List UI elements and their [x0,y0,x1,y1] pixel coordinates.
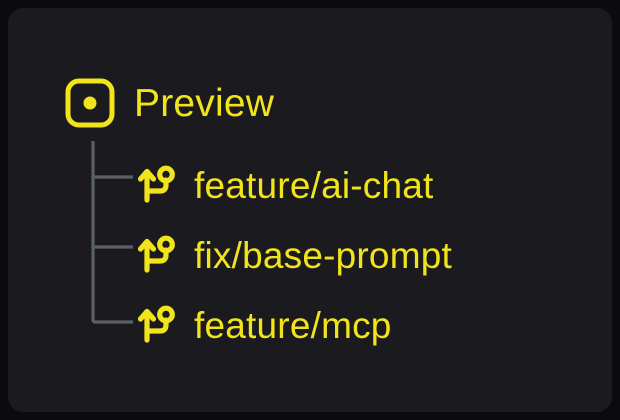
branch-label: feature/ai-chat [194,164,434,206]
branch-row[interactable]: fix/base-prompt [136,227,452,283]
branch-tree: Preview feature/ai-chat [8,8,612,412]
root-label: Preview [134,81,275,125]
preview-card: Preview feature/ai-chat [8,8,612,412]
branch-label: feature/mcp [194,304,392,346]
preview-square-dot-icon [65,78,115,128]
git-branch-icon [137,305,175,343]
branch-row[interactable]: feature/mcp [136,297,392,353]
git-branch-icon [137,165,175,203]
tree-root-node[interactable]: Preview [64,66,274,140]
branch-row[interactable]: feature/ai-chat [136,157,434,213]
git-branch-icon [137,235,175,273]
branch-label: fix/base-prompt [194,234,452,276]
